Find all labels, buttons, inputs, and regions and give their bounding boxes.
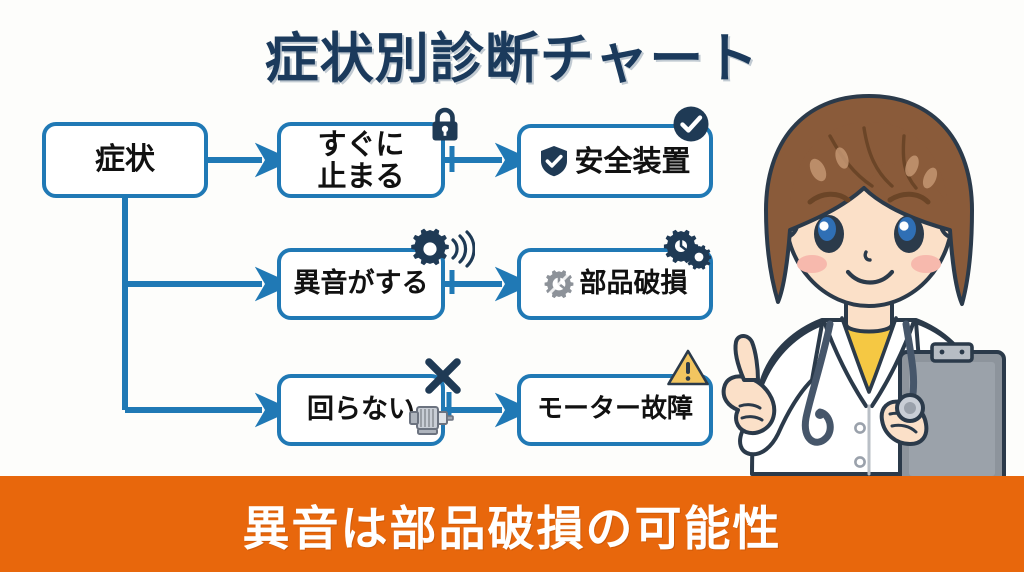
node-motor-failure[interactable]: モーター故障 bbox=[517, 374, 713, 446]
shield-check-icon bbox=[539, 145, 569, 177]
node-stops-immediately[interactable]: すぐに 止まる bbox=[277, 122, 445, 198]
node-label: 部品破損 bbox=[579, 267, 688, 299]
node-label: モーター故障 bbox=[536, 394, 693, 425]
node-safety-device[interactable]: 安全装置 bbox=[517, 124, 713, 198]
node-part-damage[interactable]: 部品破損 bbox=[517, 248, 713, 320]
node-label: 安全装置 bbox=[574, 143, 691, 178]
bottom-banner: 異音は部品破損の可能性 bbox=[0, 476, 1024, 572]
node-abnormal-noise[interactable]: 異音がする bbox=[277, 248, 445, 320]
node-symptom-root[interactable]: 症状 bbox=[42, 122, 208, 198]
node-label-line2: 止まる bbox=[317, 159, 405, 193]
banner-text: 異音は部品破損の可能性 bbox=[242, 501, 782, 557]
node-label: 異音がする bbox=[293, 267, 429, 299]
node-label-line1: すぐに bbox=[317, 126, 405, 161]
node-label: 回らない bbox=[307, 393, 415, 425]
broken-gear-icon bbox=[543, 268, 575, 300]
node-label: 症状 bbox=[95, 142, 155, 178]
node-label: すぐに 止まる bbox=[317, 126, 405, 193]
page-title: 症状別診断チャート bbox=[264, 27, 760, 90]
avatar-doctor-illustration bbox=[721, 94, 1006, 477]
node-does-not-rotate[interactable]: 回らない bbox=[277, 374, 445, 446]
